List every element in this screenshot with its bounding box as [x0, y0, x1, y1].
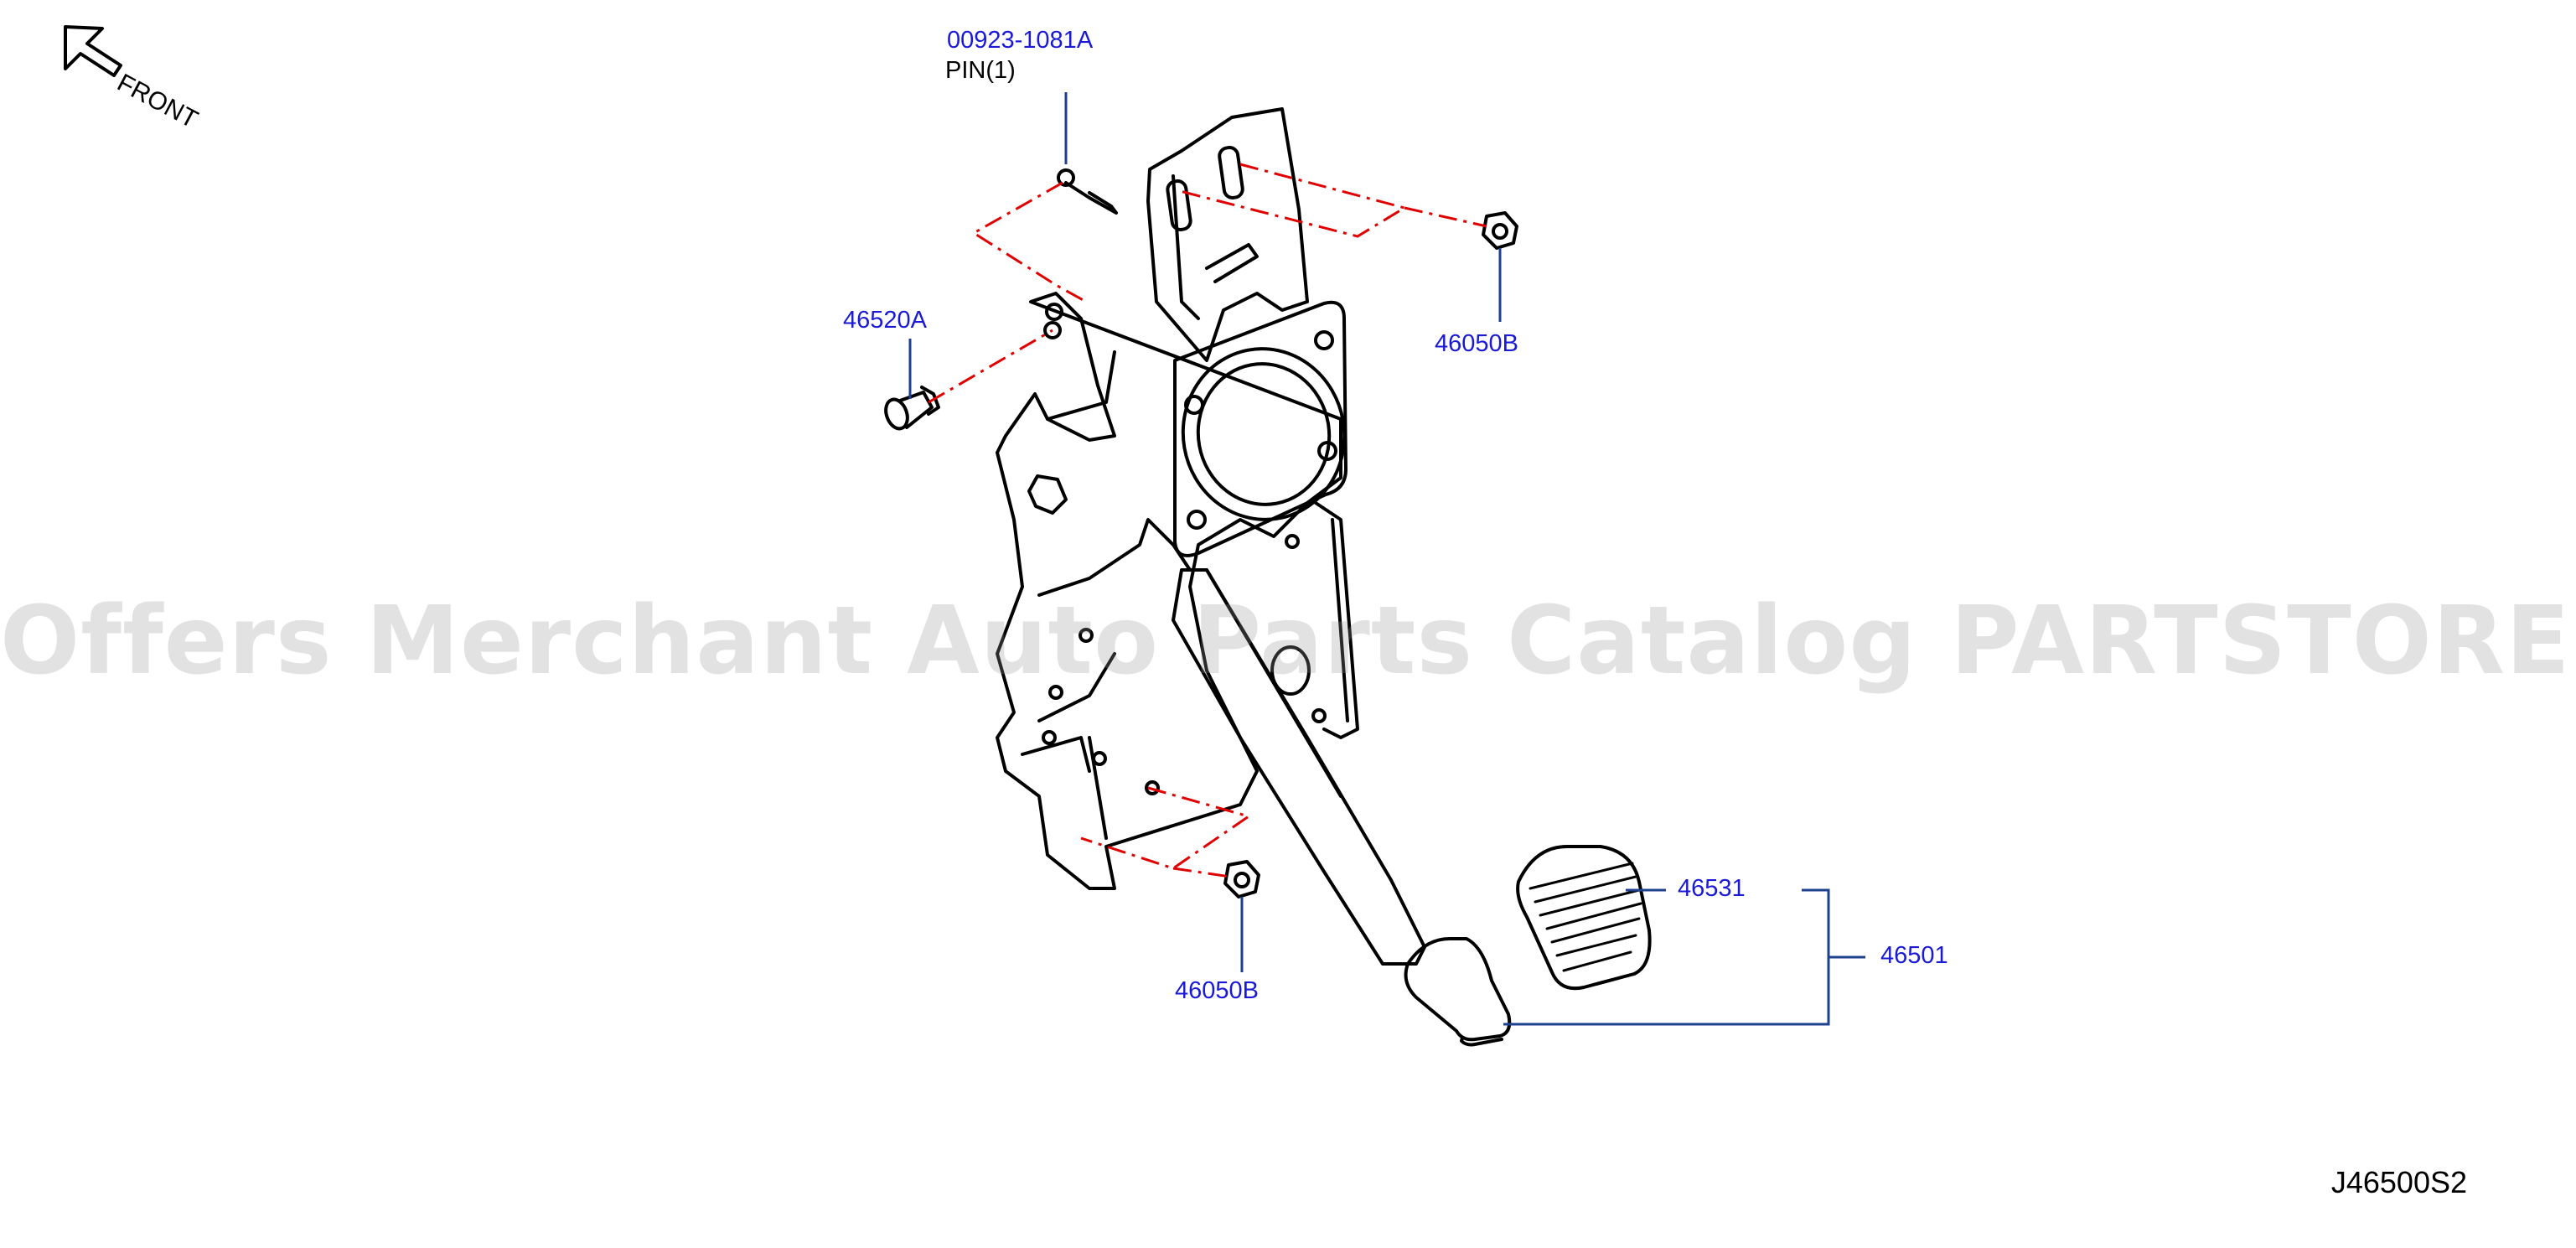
- callout-46531[interactable]: 46531: [1678, 875, 1746, 902]
- rubber-cover-ribs: [1529, 862, 1642, 972]
- callout-00923-1081A[interactable]: 00923-1081A: [947, 27, 1094, 54]
- diagram-code: J46500S2: [2330, 1165, 2467, 1199]
- pedal-arm: [1172, 568, 1426, 966]
- assembly-dashed-lines: [928, 163, 1487, 878]
- front-arrow-icon: [64, 25, 122, 77]
- callout-leaders: [908, 92, 1865, 1026]
- main-bracket: [996, 292, 1342, 890]
- upper-bracket: [1146, 107, 1309, 362]
- mounting-flange: [1173, 300, 1359, 739]
- pedal-rubber-cover: [1516, 845, 1652, 991]
- callout-46501[interactable]: 46501: [1880, 942, 1948, 969]
- nut-bottom: [1223, 860, 1260, 898]
- retaining-pin: [1057, 168, 1118, 215]
- callout-46050B-top[interactable]: 46050B: [1435, 330, 1518, 357]
- pedal-pad: [1404, 937, 1512, 1047]
- callout-46520A[interactable]: 46520A: [843, 307, 927, 334]
- callout-46050B-bottom[interactable]: 46050B: [1175, 977, 1259, 1004]
- nut-top: [1482, 211, 1518, 250]
- bolt: [884, 386, 940, 431]
- callout-pin-name: PIN(1): [945, 57, 1016, 84]
